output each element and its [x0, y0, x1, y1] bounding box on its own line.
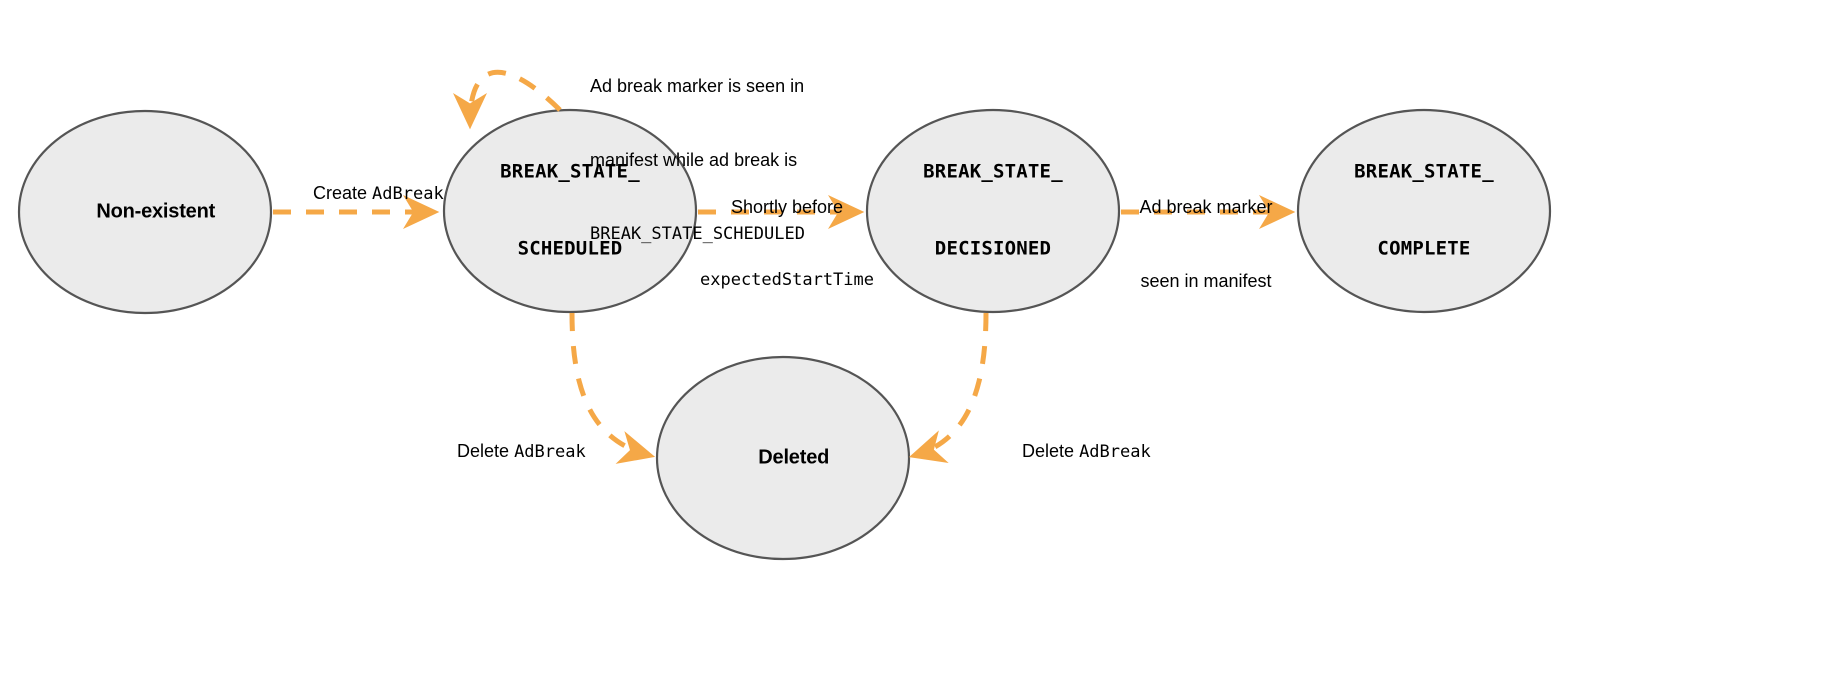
edge-decisioned-to-deleted[interactable]	[908, 312, 989, 463]
node-break-state-decisioned[interactable]	[865, 108, 1121, 314]
node-deleted[interactable]	[655, 355, 911, 561]
edge-scheduled-to-deleted[interactable]	[569, 312, 656, 464]
node-non-existent[interactable]	[17, 109, 273, 315]
node-break-state-complete[interactable]	[1296, 108, 1552, 314]
node-break-state-scheduled[interactable]	[442, 108, 698, 314]
edge-scheduled-self-loop[interactable]	[453, 70, 562, 130]
